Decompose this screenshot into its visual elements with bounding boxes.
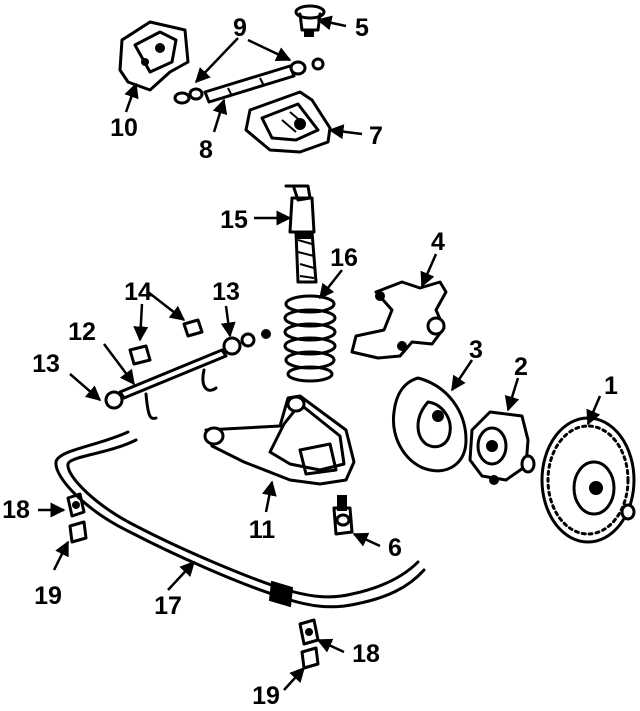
bolt <box>294 4 326 37</box>
callout-2: 2 <box>514 353 528 381</box>
leader-14b <box>147 291 186 321</box>
leader-5 <box>316 15 347 31</box>
callout-19a: 19 <box>34 582 62 610</box>
callout-6: 6 <box>388 534 402 562</box>
stabilizer-bracket-right <box>298 618 320 670</box>
leader-14a <box>133 303 149 342</box>
leader-10 <box>124 82 139 113</box>
leader-9b <box>247 38 292 62</box>
callout-8: 8 <box>199 136 213 164</box>
leader-7 <box>328 124 363 140</box>
steering-knuckle <box>350 280 448 360</box>
leader-11 <box>261 480 277 513</box>
stabilizer-bar <box>54 430 426 609</box>
upper-control-arm <box>244 90 332 154</box>
callout-1: 1 <box>604 372 618 400</box>
wheel-hub <box>468 410 536 485</box>
callout-4: 4 <box>431 228 445 256</box>
callout-14: 14 <box>124 278 152 306</box>
callout-7: 7 <box>369 122 383 150</box>
leader-2 <box>504 377 520 412</box>
splash-shield <box>391 376 468 473</box>
callout-18b: 18 <box>352 640 380 668</box>
callout-labels: 1 2 3 4 5 6 7 8 9 10 11 12 13 13 14 15 1… <box>2 14 618 710</box>
upper-shaft-assembly <box>173 57 325 105</box>
leader-17 <box>167 560 196 591</box>
callout-10: 10 <box>110 114 138 142</box>
leader-1 <box>586 395 602 426</box>
leader-13a <box>69 373 102 401</box>
callout-13b: 13 <box>212 278 240 306</box>
leader-8 <box>212 98 228 133</box>
callout-13a: 13 <box>32 350 60 378</box>
lower-control-arm <box>203 394 356 486</box>
leader-lines <box>38 15 602 691</box>
callout-17: 17 <box>154 592 182 620</box>
coil-spring <box>283 294 337 383</box>
callout-11: 11 <box>249 516 276 544</box>
brake-rotor <box>540 416 636 544</box>
leader-12 <box>103 343 135 386</box>
callout-19b: 19 <box>252 682 280 710</box>
leader-3 <box>450 359 474 392</box>
leader-4 <box>420 253 438 288</box>
callout-9: 9 <box>233 14 247 42</box>
ball-joint <box>332 495 354 536</box>
leader-13b <box>220 305 236 338</box>
leader-19b <box>283 666 306 691</box>
shock-absorber <box>284 184 318 284</box>
upper-mount-bracket <box>118 20 190 92</box>
leader-18b <box>316 638 345 654</box>
callout-5: 5 <box>355 14 369 42</box>
callout-3: 3 <box>469 336 483 364</box>
strut-rod-assembly <box>104 318 271 420</box>
leader-19a <box>52 540 70 571</box>
callout-15: 15 <box>220 206 248 234</box>
callout-18a: 18 <box>2 496 30 524</box>
leader-9a <box>194 37 239 84</box>
callout-12: 12 <box>68 318 96 346</box>
leader-16 <box>319 269 343 300</box>
leader-6 <box>352 532 381 548</box>
stabilizer-bracket-left <box>66 492 88 544</box>
callout-16: 16 <box>330 244 358 272</box>
